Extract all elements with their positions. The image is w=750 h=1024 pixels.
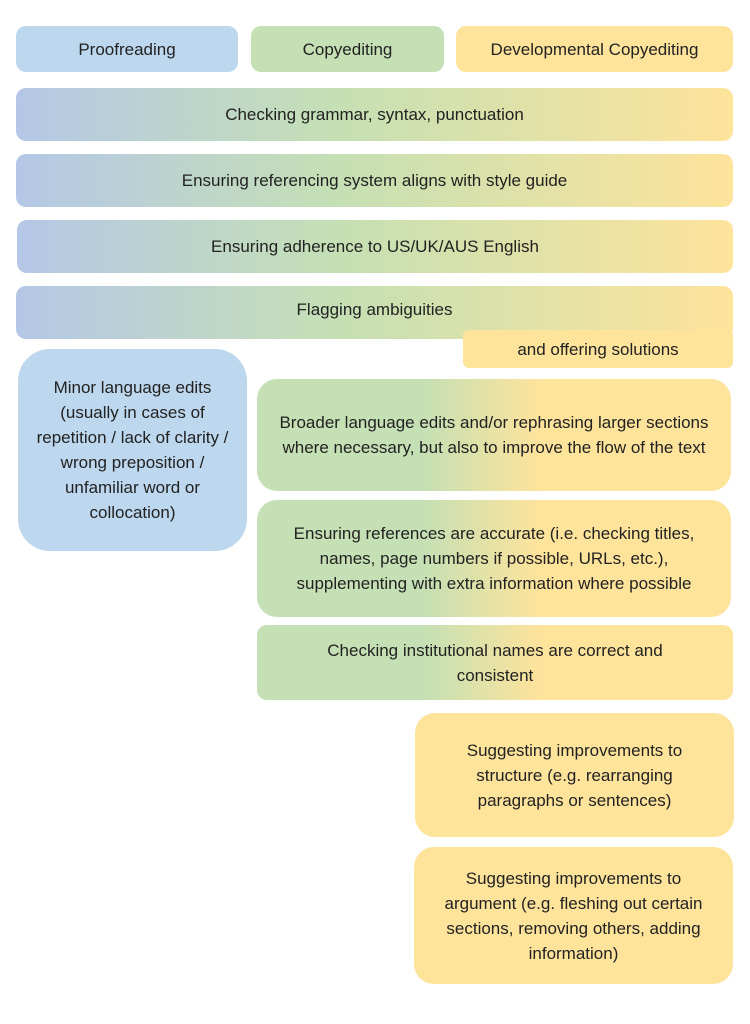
copyediting-task-institutional-names: Checking institutional names are correct… [257,625,733,700]
shared-task-english-variant: Ensuring adherence to US/UK/AUS English [17,220,733,273]
offering-solutions-box: and offering solutions [463,330,733,368]
shared-task-referencing: Ensuring referencing system aligns with … [16,154,733,207]
shared-task-grammar: Checking grammar, syntax, punctuation [16,88,733,141]
copyediting-task-broader-edits: Broader language edits and/or rephrasing… [257,379,731,491]
header-developmental-copyediting: Developmental Copyediting [456,26,733,72]
copyediting-task-references-accurate: Ensuring references are accurate (i.e. c… [257,500,731,617]
header-copyediting: Copyediting [251,26,444,72]
proofreading-task-minor-edits: Minor language edits (usually in cases o… [18,349,247,551]
developmental-task-structure: Suggesting improvements to structure (e.… [415,713,734,837]
header-proofreading: Proofreading [16,26,238,72]
developmental-task-argument: Suggesting improvements to argument (e.g… [414,847,733,984]
shared-task-flagging-ambiguities: Flagging ambiguities [16,286,733,339]
